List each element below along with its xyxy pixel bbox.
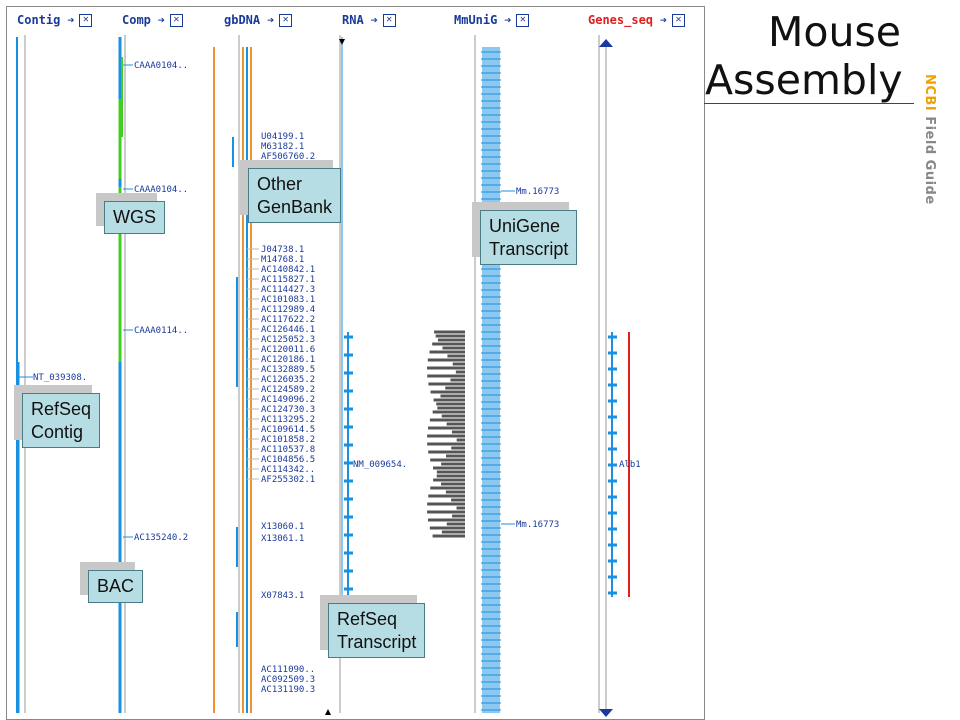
gbdna-label: AC120186.1 [261,355,315,365]
callout-line: UniGene [489,216,561,236]
column-header-mmunig: MmUniG ➔ ✕ [454,11,530,29]
close-column-icon[interactable]: ✕ [672,13,686,27]
callout-line: Contig [31,421,84,442]
column-header-gbdna: gbDNA ➔ ✕ [224,11,293,29]
column-header-rna: RNA ➔ ✕ [342,11,396,29]
unigene-label: Mm.16773 [516,187,559,197]
callout-wgs-text: WGS [113,207,156,227]
expand-arrow-icon[interactable]: ➔ [67,13,75,27]
close-column-icon[interactable]: ✕ [169,13,183,27]
gbdna-label: M63182.1 [261,142,304,152]
gbdna-label: AC126035.2 [261,375,315,385]
gbdna-label: AC101083.1 [261,295,315,305]
gbdna-label: AC104856.5 [261,455,315,465]
title-divider [704,103,914,104]
column-title-mmunig: MmUniG [454,13,498,27]
callout-line: GenBank [257,196,333,217]
gbdna-label: AC126446.1 [261,325,315,335]
gbdna-label: AC120011.6 [261,345,315,355]
column-header-genes: Genes_seq ➔ ✕ [588,11,686,29]
callout-line: Other [257,174,303,194]
comp-label: CAAA0104.. [134,185,188,195]
gbdna-label: AC114427.3 [261,285,315,295]
gbdna-label: X13060.1 [261,522,304,532]
callout-refseq-transcript: RefSeq Transcript [328,603,426,658]
close-column-icon[interactable]: ✕ [279,13,293,27]
callout-refseq-contig: RefSeq Contig [22,393,101,448]
callout-line: RefSeq [337,609,398,629]
callout-bac: BAC [88,570,144,603]
page-title-line2: Assembly [705,56,903,104]
gbdna-label: AC124589.2 [261,385,315,395]
gbdna-label: AC111090.. [261,665,315,675]
column-title-gbdna: gbDNA [224,13,261,27]
gbdna-label: AC131190.3 [261,685,315,695]
gbdna-label: X13061.1 [261,534,304,544]
arrow-down-icon [339,39,345,45]
gbdna-label: AC149096.2 [261,395,315,405]
comp-label: AC135240.2 [134,533,188,543]
gbdna-label: AC101858.2 [261,435,315,445]
brand-org: NCBI [922,74,937,112]
arrow-down-icon [599,709,613,717]
callout-line: RefSeq [31,399,92,419]
brand-guide: Field Guide [922,116,937,205]
arrow-up-icon [325,709,331,715]
callout-other-genbank: Other GenBank [248,168,342,223]
callout-line: Transcript [337,631,417,652]
column-title-rna: RNA [342,13,364,27]
gbdna-label: AF506760.2 [261,152,315,162]
gbdna-label: J04738.1 [261,245,304,255]
gbdna-label: AC110537.8 [261,445,315,455]
gbdna-label: AC125052.3 [261,335,315,345]
column-title-genes: Genes_seq [588,13,654,27]
gbdna-label: AC117622.2 [261,315,315,325]
ncbi-brand: NCBI Field Guide [914,74,944,234]
gbdna-label: AC109614.5 [261,425,315,435]
expand-arrow-icon[interactable]: ➔ [157,13,166,27]
expand-arrow-icon[interactable]: ➔ [504,13,512,27]
column-title-contig: Contig [17,13,61,27]
comp-label: CAAA0104.. [134,61,188,71]
arrow-up-icon [599,39,613,47]
expand-arrow-icon[interactable]: ➔ [267,13,275,27]
expand-arrow-icon[interactable]: ➔ [659,13,668,27]
gbdna-label: AC114342.. [261,465,315,475]
callout-wgs: WGS [104,201,165,234]
gbdna-label: X07843.1 [261,591,304,601]
callout-unigene-transcript: UniGene Transcript [480,210,578,265]
close-column-icon[interactable]: ✕ [516,13,530,27]
column-header-contig: Contig ➔ ✕ [17,11,93,29]
gbdna-label: AC115827.1 [261,275,315,285]
page-title-line1: Mouse [768,8,902,56]
gbdna-label: AF255302.1 [261,475,315,485]
gbdna-label: AC112989.4 [261,305,315,315]
expand-arrow-icon[interactable]: ➔ [370,13,378,27]
gbdna-label: AC113295.2 [261,415,315,425]
gbdna-label: AC132889.5 [261,365,315,375]
gbdna-label: AC092509.3 [261,675,315,685]
comp-label: CAAA0114.. [134,326,188,336]
column-header-comp: Comp ➔ ✕ [122,11,183,29]
rna-label: NM_009654. [353,460,407,470]
close-column-icon[interactable]: ✕ [79,13,93,27]
close-column-icon[interactable]: ✕ [382,13,396,27]
gbdna-label: M14768.1 [261,255,304,265]
gbdna-label: U04199.1 [261,132,304,142]
callout-bac-text: BAC [97,576,135,596]
gbdna-label: AC140842.1 [261,265,315,275]
genes-label: Alb1 [619,460,641,470]
callout-line: Transcript [489,238,569,259]
unigene-label: Mm.16773 [516,520,559,530]
column-title-comp: Comp [122,13,151,27]
gbdna-label: AC124730.3 [261,405,315,415]
contig-label: NT_039308. [33,373,87,383]
